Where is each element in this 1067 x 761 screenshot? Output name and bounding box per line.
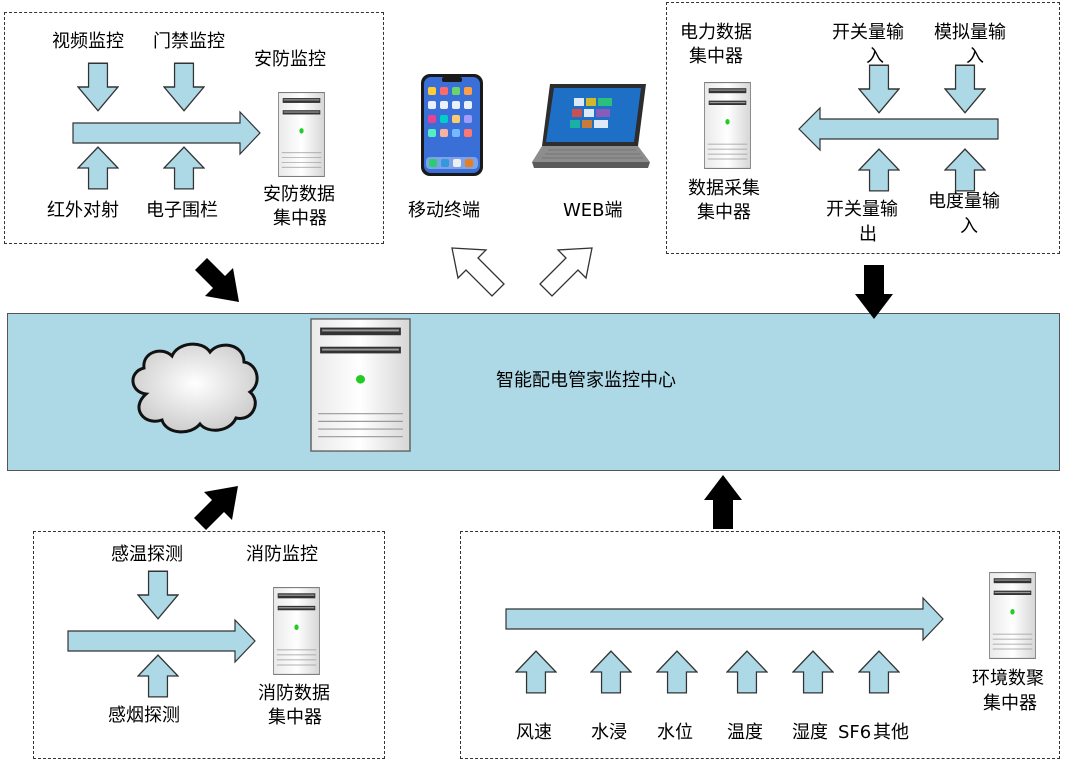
fire-to-center-arrow-icon [194,486,238,530]
smoke-input-arrow-icon [137,654,179,698]
fire-concentrator-label-1: 消防数据 [258,683,330,704]
switch-output-arrow-icon [858,148,900,192]
center-title: 智能配电管家监控中心 [496,370,676,391]
wind-input-arrow-icon [515,650,557,694]
humidity-input-arrow-icon [792,650,834,694]
env-sensor-other: 其他 [873,722,909,743]
power-data-group [666,2,1060,254]
collector-label-line2: 集中器 [697,202,751,223]
collector-label-line1: 数据采集 [688,178,760,199]
switch-input-label-1: 开关量输 [832,22,904,43]
mobile-terminal-label: 移动终端 [408,200,480,221]
mobile-phone-icon [421,74,483,176]
infrared-input-arrow-icon [77,146,119,190]
cloud-icon [131,342,259,434]
env-sensor-sf6: SF6 [838,722,872,743]
security-fence-label: 电子围栏 [146,200,218,221]
security-title: 安防监控 [254,49,326,70]
fence-input-arrow-icon [163,146,205,190]
power-server-icon [704,82,751,169]
security-concentrator-label-2: 集中器 [273,208,327,229]
env-sensor-wind: 风速 [516,722,552,743]
env-concentrator-label-1: 环境数聚 [972,668,1044,689]
fire-smoke-label: 感烟探测 [108,705,180,726]
security-concentrator-label-1: 安防数据 [263,184,335,205]
power-to-center-arrow-icon [855,265,893,319]
analog-input-label-1: 模拟量输 [934,22,1006,43]
laptop-icon [532,84,650,168]
env-sensor-temperature: 温度 [727,722,763,743]
environment-group [460,531,1060,759]
env-main-arrow-icon [505,596,944,642]
security-server-icon [278,92,325,177]
temperature-input-arrow-icon [726,650,768,694]
security-to-center-arrow-icon [195,258,239,302]
security-video-label: 视频监控 [52,31,124,52]
level-input-arrow-icon [656,650,698,694]
security-monitoring-group [4,12,384,244]
env-concentrator-label-2: 集中器 [983,693,1037,714]
access-input-arrow-icon [163,62,205,112]
security-access-label: 门禁监控 [153,31,225,52]
env-sensor-humidity: 湿度 [792,722,828,743]
power-title-line2: 集中器 [689,46,743,67]
fire-title: 消防监控 [246,544,318,565]
power-main-arrow-icon [798,106,999,152]
sf6-input-arrow-icon [858,650,900,694]
env-to-center-arrow-icon [704,475,742,529]
fire-temp-label: 感温探测 [111,544,183,565]
security-infrared-label: 红外对射 [47,200,119,221]
env-server-icon [989,572,1036,659]
flood-input-arrow-icon [590,650,632,694]
switch-input-label-2: 入 [866,46,884,67]
central-server-icon [310,318,411,452]
analog-input-label-2: 入 [966,46,984,67]
to-mobile-arrow-icon [451,247,505,297]
energy-input-label-2: 入 [960,216,978,237]
power-title-line1: 电力数据 [680,22,752,43]
video-input-arrow-icon [77,62,119,112]
fire-monitoring-group [33,531,385,759]
env-sensor-level: 水位 [657,722,693,743]
env-sensor-flood: 水浸 [591,722,627,743]
web-client-label: WEB端 [563,200,623,221]
temp-input-arrow-icon [137,570,179,620]
energy-input-label-1: 电度量输 [928,191,1000,212]
energy-input-arrow-icon [944,148,986,192]
switch-output-label-2: 出 [859,224,877,245]
to-web-arrow-icon [539,247,593,297]
fire-server-icon [273,587,320,675]
fire-main-arrow-icon [67,618,256,664]
fire-concentrator-label-2: 集中器 [268,707,322,728]
switch-output-label-1: 开关量输 [826,199,898,220]
security-main-arrow-icon [72,110,261,156]
